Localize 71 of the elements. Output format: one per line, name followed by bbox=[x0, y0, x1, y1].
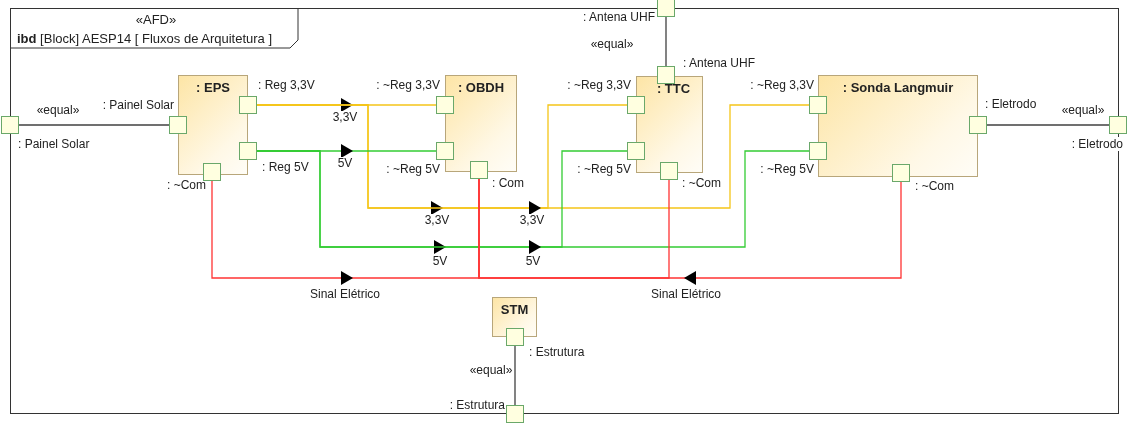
edge-label: 3,3V bbox=[331, 111, 359, 124]
port-label: : Eletrodo bbox=[1071, 137, 1123, 151]
connector-line bbox=[18, 124, 170, 126]
edge-label: 3,3V bbox=[518, 214, 546, 227]
port bbox=[657, 0, 675, 17]
block-box bbox=[492, 297, 537, 337]
edge-label: 5V bbox=[431, 255, 449, 268]
block-name: : Sonda Langmuir bbox=[842, 80, 954, 95]
connector-line bbox=[478, 178, 670, 279]
port-label: : ~Reg 5V bbox=[760, 162, 814, 176]
block-name: : TTC bbox=[656, 81, 691, 96]
edge-label: 5V bbox=[524, 255, 542, 268]
port-label: : Painel Solar bbox=[18, 137, 90, 151]
port bbox=[1, 116, 19, 134]
port-label: : Eletrodo bbox=[985, 97, 1037, 111]
flow-connector bbox=[256, 104, 810, 215]
port bbox=[506, 405, 524, 423]
port-label: : Estrutura bbox=[529, 345, 585, 359]
stereotype-label: «equal» bbox=[468, 364, 514, 377]
port-label: : ~Com bbox=[682, 176, 721, 190]
block-box bbox=[445, 75, 517, 172]
stereotype-label: «equal» bbox=[1060, 104, 1106, 117]
port bbox=[627, 142, 645, 160]
diagram-heading: ibd [Block] AESP14 [ Fluxos de Arquitetura ] bbox=[17, 31, 273, 46]
edge-label: Sinal Elétrico bbox=[309, 288, 381, 301]
edge-label: 5V bbox=[336, 157, 354, 170]
port bbox=[627, 96, 645, 114]
port bbox=[660, 162, 678, 180]
port-label: : Estrutura bbox=[449, 398, 505, 412]
port-label: : Antena UHF bbox=[582, 10, 655, 24]
port bbox=[1109, 116, 1127, 134]
connector-line bbox=[986, 124, 1110, 126]
connector-line bbox=[514, 345, 516, 406]
port bbox=[506, 328, 524, 346]
port-label: : ~Reg 5V bbox=[386, 162, 440, 176]
block-box bbox=[178, 75, 248, 175]
flow-connector bbox=[211, 178, 480, 285]
port bbox=[470, 161, 488, 179]
block-name: : OBDH bbox=[457, 80, 505, 95]
port bbox=[809, 142, 827, 160]
port bbox=[436, 142, 454, 160]
port bbox=[809, 96, 827, 114]
port-label: : Reg 3,3V bbox=[258, 78, 315, 92]
port bbox=[657, 66, 675, 84]
connector-line bbox=[665, 16, 667, 67]
port-label: : ~Reg 3,3V bbox=[376, 78, 440, 92]
block-name: : EPS bbox=[196, 80, 230, 95]
port bbox=[203, 163, 221, 181]
port bbox=[169, 116, 187, 134]
port-label: : Reg 5V bbox=[262, 160, 309, 174]
port-label: : ~Reg 3,3V bbox=[567, 78, 631, 92]
port bbox=[969, 116, 987, 134]
port-label: : ~Reg 3,3V bbox=[750, 78, 814, 92]
port-label: : Com bbox=[492, 176, 524, 190]
stereotype-label: «equal» bbox=[35, 104, 81, 117]
block-box bbox=[818, 75, 978, 177]
edge-label: Sinal Elétrico bbox=[650, 288, 722, 301]
diagram-stereotype: «AFD» bbox=[134, 12, 178, 27]
port-label: : Painel Solar bbox=[102, 98, 174, 112]
port bbox=[239, 142, 257, 160]
stereotype-label: «equal» bbox=[589, 38, 635, 51]
port bbox=[239, 96, 257, 114]
port-label: : ~Reg 5V bbox=[577, 162, 631, 176]
flow-connector bbox=[256, 150, 810, 254]
port-label: : Antena UHF bbox=[683, 56, 756, 70]
block-name: STM bbox=[500, 302, 529, 317]
port-label: : ~Com bbox=[915, 179, 954, 193]
port bbox=[436, 96, 454, 114]
port bbox=[892, 164, 910, 182]
edge-label: 3,3V bbox=[423, 214, 451, 227]
port-label: : ~Com bbox=[167, 178, 206, 192]
